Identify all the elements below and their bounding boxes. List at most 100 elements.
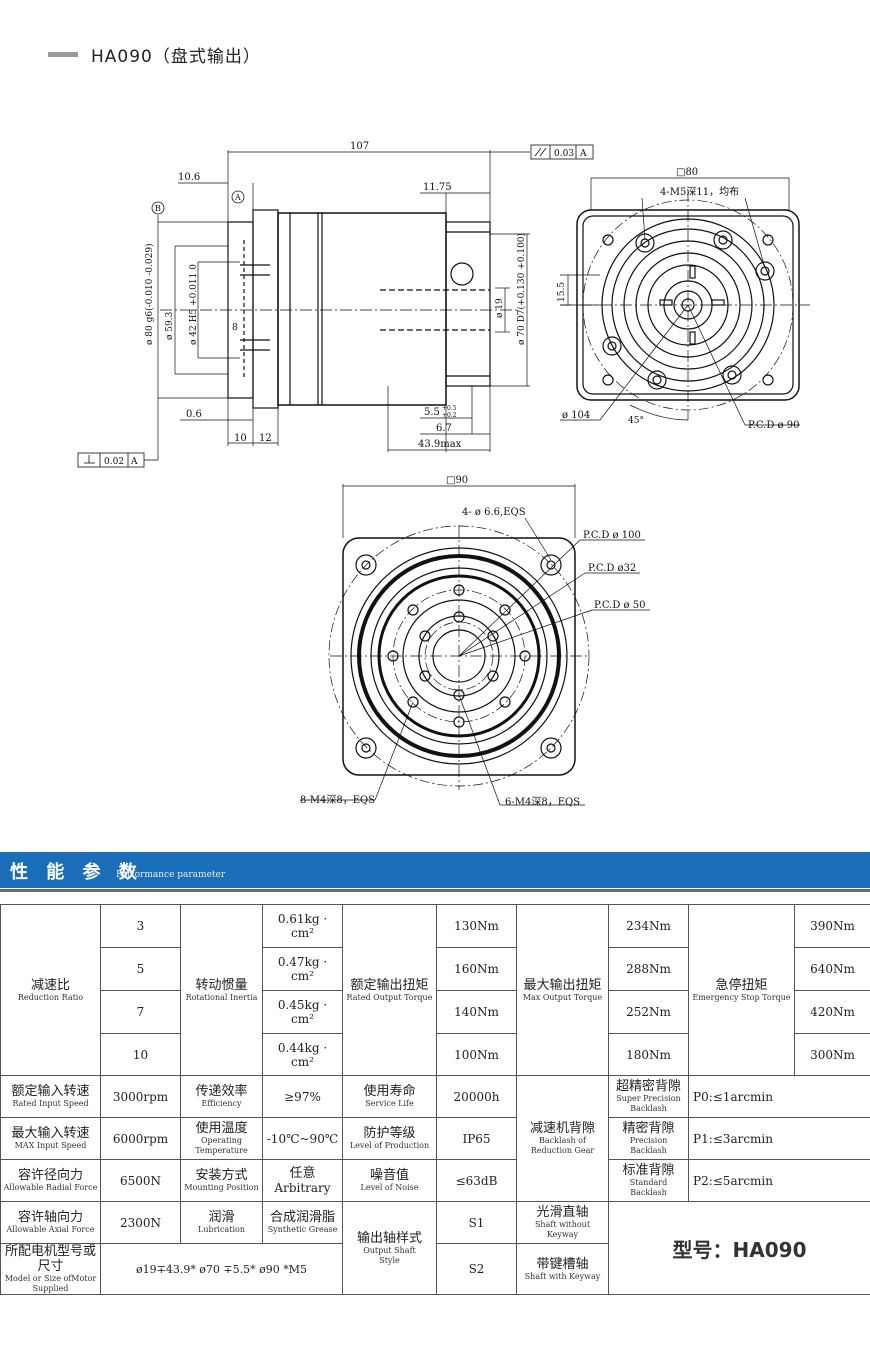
title-dash: [48, 51, 78, 57]
inertia-cell: 0.47kg · cm²: [262, 947, 343, 991]
parallel-datum: A: [579, 149, 587, 159]
pcd-100-label: P.C.D ø 100: [583, 530, 641, 541]
dim-length-43-9max: 43.9max: [418, 439, 462, 450]
radial-force-value: 6500N: [100, 1159, 181, 1202]
dim-diameter-42: ø 42 H5 +0.011 0: [189, 264, 199, 345]
dim-length-11-75: 11.75: [423, 182, 452, 193]
super-precision-value: P0:≤1arcmin: [688, 1075, 870, 1118]
rated-torque-cell: 130Nm: [436, 904, 517, 948]
rated-torque-cell: 100Nm: [436, 1033, 517, 1076]
model-cell: 型号：HA090: [608, 1201, 870, 1295]
dim-length-10-6: 10.6: [178, 172, 200, 183]
rear-view: [300, 484, 650, 806]
dim-8: 8: [232, 323, 238, 333]
dim-length-12: 12: [259, 433, 272, 444]
shaft-s2-code: S2: [436, 1243, 517, 1295]
ratio-cell: 7: [100, 990, 181, 1034]
ratio-cell: 5: [100, 947, 181, 991]
estop-cell: 390Nm: [794, 904, 870, 948]
side-view: [77, 144, 594, 468]
dim-15-5: 15.5: [557, 282, 567, 302]
datum-a-label: A: [234, 193, 241, 202]
ratio-cell: 3: [100, 904, 181, 948]
dim-length-107: 107: [350, 141, 369, 152]
estop-cell: 300Nm: [794, 1033, 870, 1076]
efficiency-value: ≥97%: [262, 1075, 343, 1118]
dim-length-5-5: 5.5: [424, 407, 440, 418]
ratio-cell: 10: [100, 1033, 181, 1076]
protection-value: IP65: [436, 1117, 517, 1160]
dim-diameter-80: ø 80 g6(-0.010 -0.029): [144, 243, 155, 345]
dim-length-10: 10: [234, 433, 247, 444]
dim-square-90: □90: [446, 475, 468, 486]
estop-cell: 640Nm: [794, 947, 870, 991]
perpendicularity-tolerance: 0.02: [104, 457, 124, 467]
motor-value: ø19∓43.9* ø70 ∓5.5* ø90 *M5: [100, 1243, 343, 1295]
dim-diameter-104: ø 104: [562, 410, 590, 421]
rear-m4-8-note: 8-M4深8，EQS: [300, 794, 375, 806]
temperature-value: -10℃~90℃: [262, 1117, 343, 1160]
perpendicularity-datum: A: [130, 457, 138, 467]
rear-m4-6-note: 6-M4深8，EQS: [505, 796, 580, 808]
estop-cell: 420Nm: [794, 990, 870, 1034]
dim-length-6-7: 6.7: [436, 423, 452, 434]
axial-force-value: 2300N: [100, 1201, 181, 1244]
performance-subtitle: Performance parameter: [116, 870, 226, 880]
standard-value: P2:≤5arcmin: [688, 1159, 870, 1202]
rear-holes-6-6-note: 4- ø 6.6,EQS: [462, 507, 526, 518]
dim-angle-45: 45°: [628, 416, 644, 426]
pcd-50-label: P.C.D ø 50: [594, 600, 645, 611]
inertia-cell: 0.61kg · cm²: [262, 904, 343, 948]
datum-b-label: B: [155, 204, 161, 213]
noise-value: ≤63dB: [436, 1159, 517, 1202]
dim-diameter-70: ø 70 D7(+0.130 +0.100): [516, 233, 527, 345]
model-label: 型号：HA090: [672, 1237, 807, 1262]
dim-square-80: □80: [676, 167, 698, 178]
max-torque-cell: 252Nm: [608, 990, 689, 1034]
precision-value: P1:≤3arcmin: [688, 1117, 870, 1160]
parallel-tolerance: 0.03: [554, 149, 574, 159]
inertia-cell: 0.45kg · cm²: [262, 990, 343, 1034]
pcd-32-label: P.C.D ø32: [588, 563, 636, 574]
inertia-cell: 0.44kg · cm²: [262, 1033, 343, 1076]
rated-torque-cell: 140Nm: [436, 990, 517, 1034]
dim-diameter-19: ø 19: [495, 298, 505, 318]
dim-length-0-6: 0.6: [186, 409, 202, 420]
max-torque-cell: 234Nm: [608, 904, 689, 948]
performance-divider: [0, 889, 870, 892]
technical-drawing: 107 10.6 11.75 A B 0.03 A 0.02 A ø 80 g6…: [77, 141, 810, 808]
performance-header: 性 能 参 数 Performance parameter: [0, 852, 870, 888]
max-torque-cell: 180Nm: [608, 1033, 689, 1076]
front-holes-note: 4-M5深11，均布: [660, 186, 739, 198]
life-value: 20000h: [436, 1075, 517, 1118]
dim-5-5-lower-tolerance: +0.2: [442, 412, 457, 419]
front-view: [560, 177, 810, 426]
rated-speed-value: 3000rpm: [100, 1075, 181, 1118]
